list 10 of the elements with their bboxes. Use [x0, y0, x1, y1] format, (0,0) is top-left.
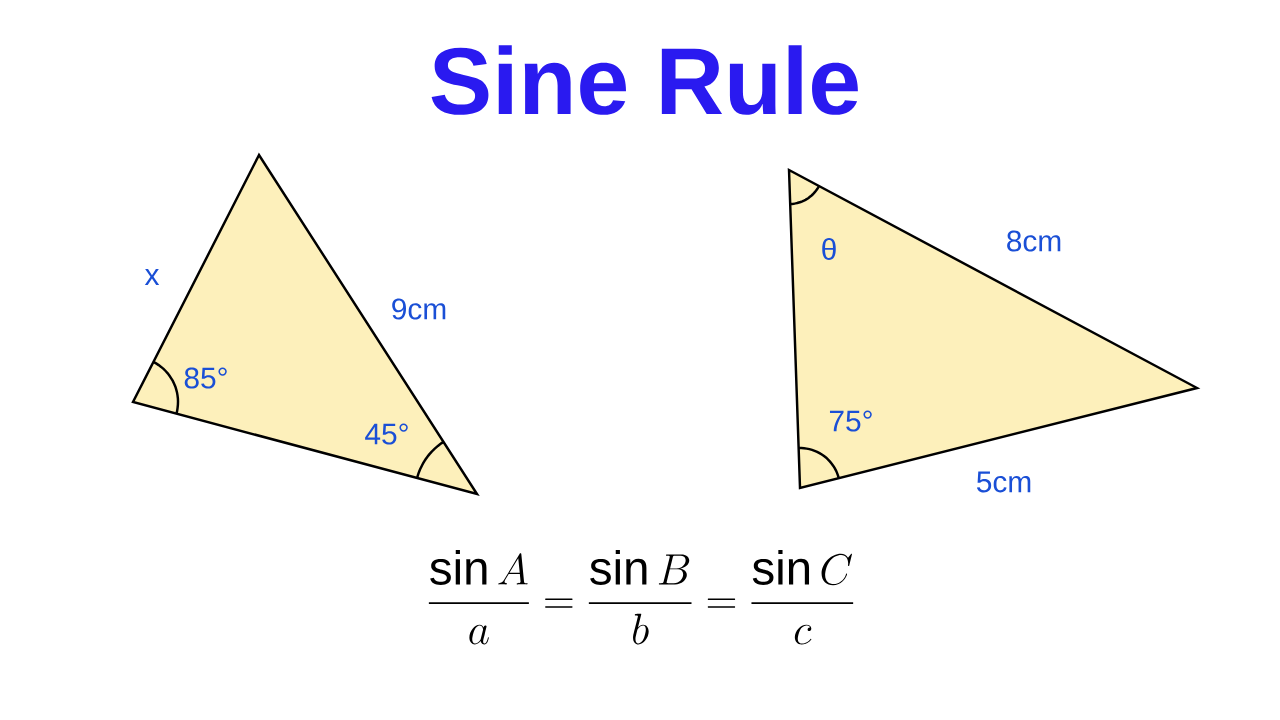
formula: $\frac{\sin A}{a} = \frac{\sin B}{b} = \frac{\sin C}{c}$: [428, 550, 854, 645]
angle-label: 45°: [365, 423, 408, 445]
angle-label: θ: [822, 238, 836, 260]
angle-label: 75°: [829, 410, 872, 432]
side-label: 5cm: [977, 471, 1031, 493]
angle-label: 85°: [184, 367, 227, 389]
side-label: x: [144, 269, 160, 285]
side-label: 9cm: [392, 298, 446, 320]
side-label: 8cm: [1007, 230, 1061, 252]
title: Sine Rule: [431, 45, 858, 115]
